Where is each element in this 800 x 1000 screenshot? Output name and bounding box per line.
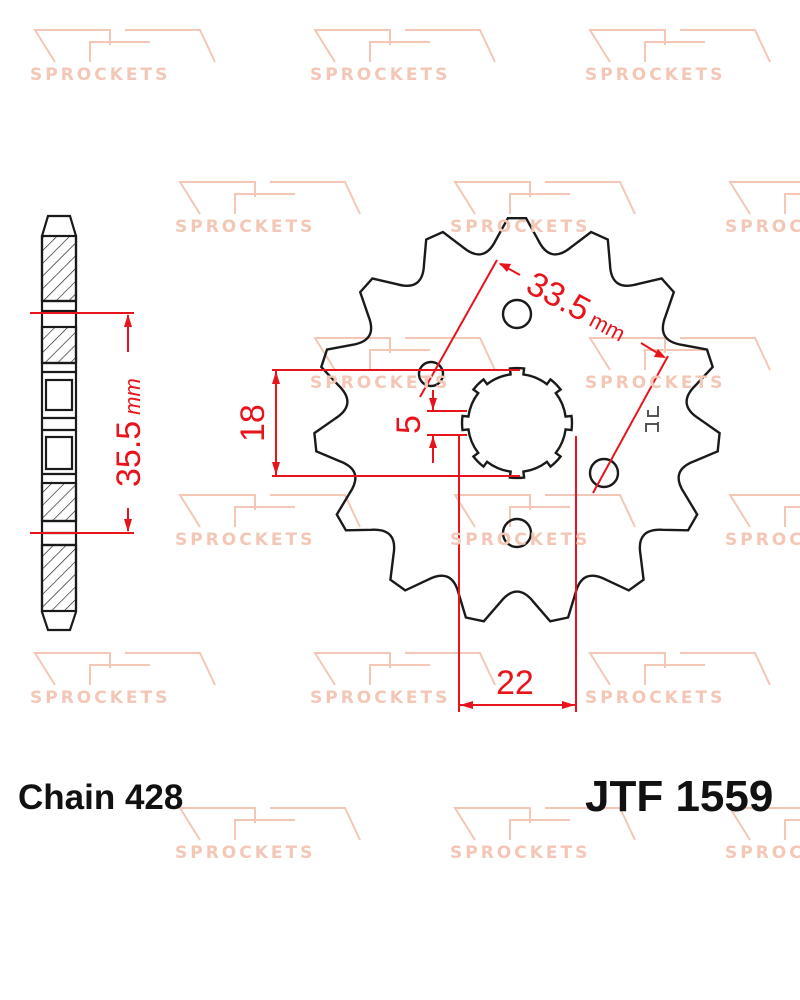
watermark-logo: [588, 29, 771, 63]
bolt-hole: [501, 517, 533, 549]
watermark-text: SPROCKETS: [585, 688, 725, 708]
part-number-label: JTF 1559: [585, 772, 774, 821]
watermark-text: SPROCKETS: [585, 373, 725, 393]
chain-size-label: Chain 428: [18, 778, 184, 817]
watermark-logo: [453, 181, 636, 215]
watermark-logo: [728, 807, 800, 841]
watermark-text: SPROCKETS: [30, 65, 170, 85]
watermark-text: SPROCKETS: [310, 373, 450, 393]
watermark-text-layer: SPROCKETS SPROCKETS SPROCKETS SPROCKETS SPRO…: [30, 65, 800, 863]
watermark-text: SPROCKETS: [450, 217, 590, 237]
watermark-text: SPROCKETS: [175, 217, 315, 237]
watermark-logo-layer: [33, 29, 800, 841]
watermark-text: SPROCKETS: [450, 843, 590, 863]
sprocket-front-view: [313, 217, 721, 623]
offset-label: 5: [390, 415, 428, 434]
watermark-logo: [588, 652, 771, 686]
watermark-logo: [313, 29, 496, 63]
watermark-text: SPROCKETS: [725, 217, 800, 237]
watermark-text: SPROCKETS: [30, 688, 170, 708]
watermark-logo: [313, 652, 496, 686]
watermark-logo: [178, 181, 361, 215]
side-view: [40, 214, 78, 632]
watermark-text: SPROCKETS: [585, 65, 725, 85]
jt-logo-icon: [645, 406, 659, 432]
watermark-logo: [453, 494, 636, 528]
bore-width-label: 22: [496, 664, 534, 702]
watermark-logo: [588, 337, 771, 371]
pcd-label: 33.5mm: [520, 265, 634, 350]
watermark-logo: [33, 652, 216, 686]
watermark-text: SPROCKETS: [725, 843, 800, 863]
watermark-text: SPROCKETS: [725, 530, 800, 550]
watermark-text: SPROCKETS: [175, 843, 315, 863]
watermark-logo: [453, 807, 636, 841]
sprocket-outline: [313, 217, 721, 623]
bolt-hole: [417, 360, 445, 388]
watermark-logo: [178, 807, 361, 841]
watermark-logo: [728, 494, 800, 528]
watermark-logo: [178, 494, 361, 528]
splined-bore: [460, 366, 574, 480]
spline-height-label: 18: [234, 404, 272, 442]
bolt-hole: [501, 298, 533, 330]
watermark-logo: [728, 181, 800, 215]
watermark-text: SPROCKETS: [175, 530, 315, 550]
watermark-text: SPROCKETS: [310, 65, 450, 85]
dimension-lines: [30, 259, 669, 712]
watermark-text: SPROCKETS: [310, 688, 450, 708]
bolt-hole: [588, 457, 620, 489]
watermark-logo: [313, 337, 496, 371]
watermark-logo: [33, 29, 216, 63]
watermark-text: SPROCKETS: [450, 530, 590, 550]
thickness-span-label: 35.5mm: [110, 378, 148, 487]
